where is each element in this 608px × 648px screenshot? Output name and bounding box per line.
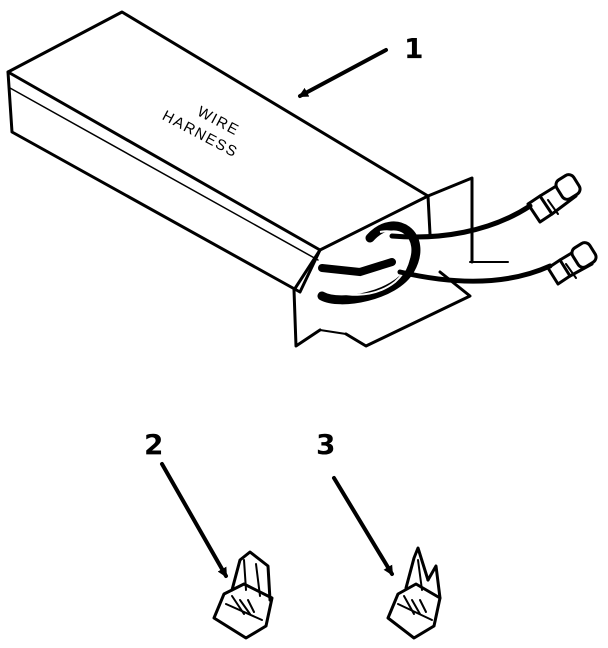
box-end-edge <box>426 194 432 236</box>
terminal-connector-upper <box>526 173 582 224</box>
wire-lead-lower <box>397 263 553 284</box>
callout-2-arrow <box>160 462 228 578</box>
box-top-face <box>6 10 430 252</box>
wire-harness-box: WIRE HARNESS <box>6 10 509 348</box>
callout-3: 3 <box>316 428 335 461</box>
box-front-face <box>6 70 322 294</box>
part-2-flag-terminal <box>212 550 274 640</box>
terminal-connector-lower <box>546 241 598 286</box>
callout-1-arrow <box>298 48 388 98</box>
box-label: WIRE HARNESS <box>159 103 242 161</box>
wire-lead-upper <box>389 203 533 240</box>
wire-bundle <box>317 203 553 305</box>
box-top-flap <box>426 176 474 264</box>
box-edge-line <box>9 87 319 261</box>
callout-2: 2 <box>144 428 163 461</box>
callout-1: 1 <box>404 32 423 65</box>
part-3-quick-connect-terminal <box>386 546 442 640</box>
box-bottom-flap <box>344 270 472 348</box>
box-left-flap <box>292 248 322 348</box>
callout-3-arrow <box>332 476 394 576</box>
